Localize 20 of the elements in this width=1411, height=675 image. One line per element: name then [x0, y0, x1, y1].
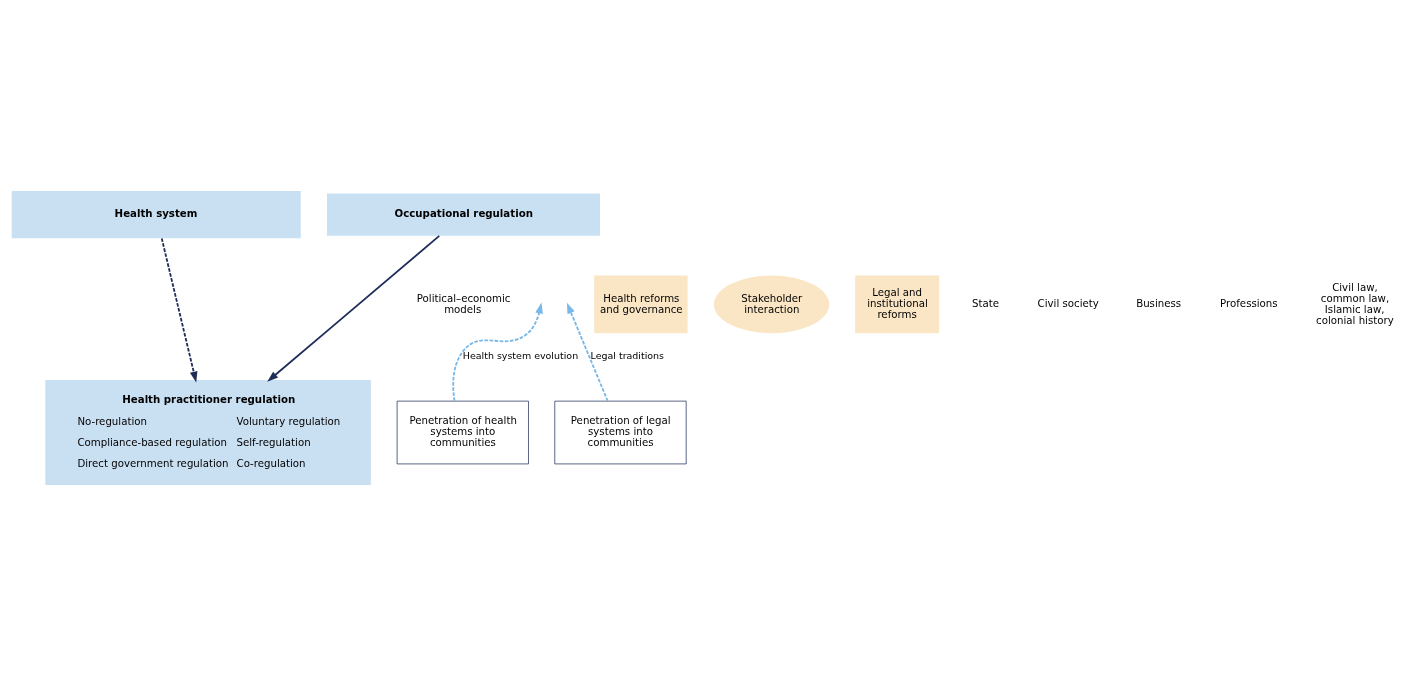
- edge-label: Legal traditions: [590, 349, 665, 361]
- node-ellipse: Stakeholder interaction: [713, 275, 830, 333]
- label: Professions: [1220, 297, 1278, 309]
- arrow: [160, 237, 198, 382]
- node-box: Penetration of health systems into communities: [396, 400, 529, 464]
- label: State: [971, 297, 999, 309]
- node-box: Occupational regulation: [327, 192, 601, 236]
- label: Civil law, common law, Islamic law, colonial history: [1316, 281, 1394, 326]
- label: Civil society: [1037, 297, 1099, 309]
- node-box: Health system: [11, 190, 301, 238]
- arrow: [566, 302, 609, 402]
- arrow: [452, 302, 543, 402]
- node-box: Health practitioner regulation No-regulation Voluntary regulation Compliance-based regulation Self-regulation Direct government regulation Co-regulation: [45, 379, 371, 485]
- edge-label: Health system evolution: [462, 349, 579, 361]
- node-box: Legal and institutional reforms: [855, 275, 940, 333]
- label: Political–economic models: [416, 292, 511, 315]
- node-box: Penetration of legal systems into communities: [554, 400, 687, 464]
- node-box: Health reforms and governance: [594, 275, 688, 333]
- arrow: [267, 234, 441, 382]
- label: Business: [1136, 297, 1182, 309]
